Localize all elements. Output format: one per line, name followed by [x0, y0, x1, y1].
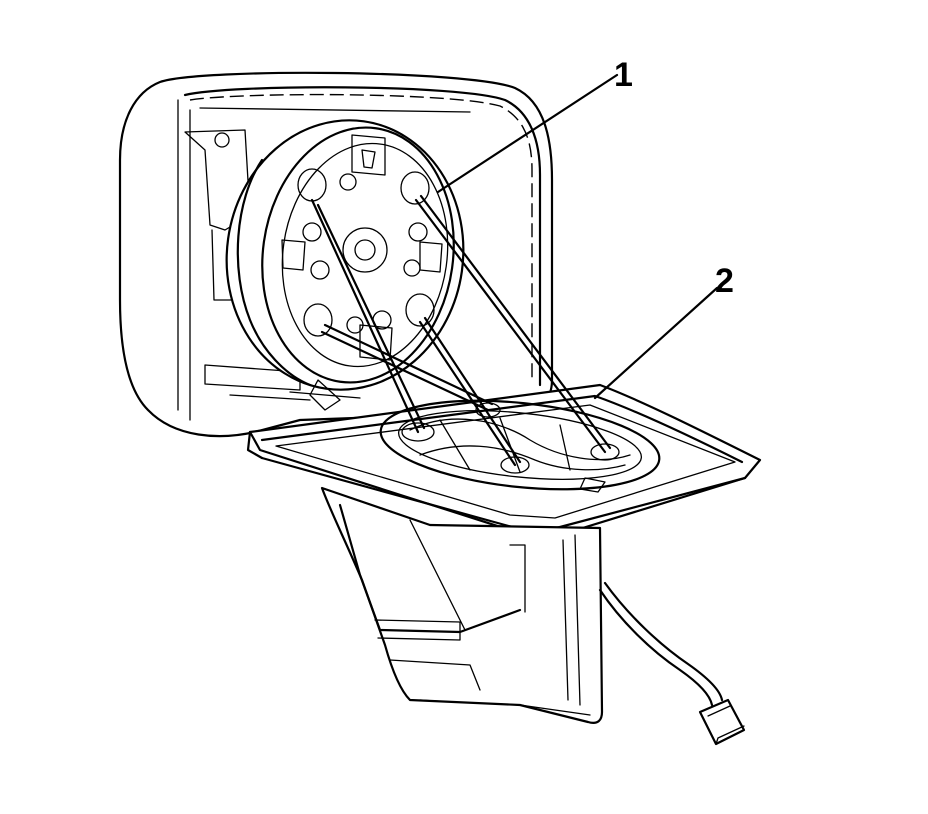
alignment-lines	[310, 194, 612, 467]
callout-2-label: 2	[715, 262, 734, 300]
electrical-connector	[698, 698, 746, 746]
callout-2: 2	[593, 262, 734, 400]
callout-1-label: 1	[614, 56, 633, 94]
wire-harness	[598, 581, 746, 746]
actuator-plate	[225, 119, 465, 411]
callout-1: 1	[436, 56, 633, 194]
lower-shell	[320, 486, 604, 724]
